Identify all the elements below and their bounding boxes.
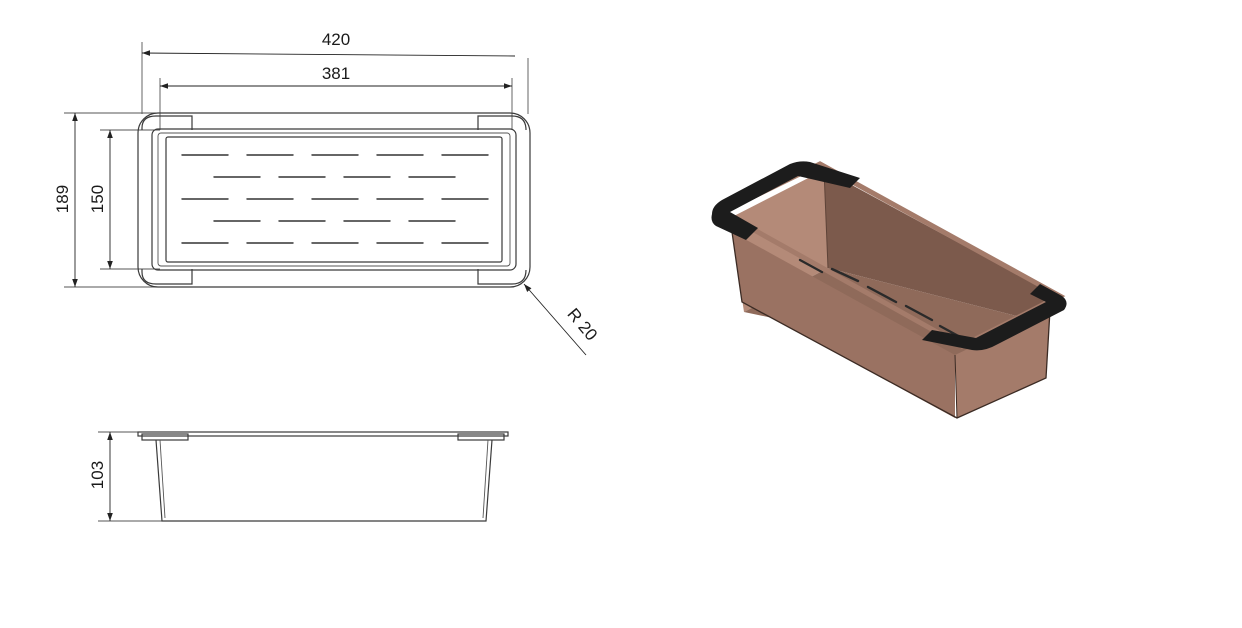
side-view: 103 (88, 431, 509, 522)
floor-slots (798, 258, 964, 340)
dim-height: 103 (88, 461, 107, 489)
radius-leader (523, 283, 587, 356)
side-handle-right (457, 433, 505, 441)
handle-tab-top-left (141, 115, 193, 130)
basket-floor (165, 136, 503, 263)
basket-3d-render (711, 161, 1067, 419)
dim-overall-length: 420 (322, 30, 350, 49)
dimension-line-overall-length (141, 50, 516, 57)
outer-front-wall (732, 232, 955, 418)
handle-tab-top-right (477, 115, 527, 131)
side-body (155, 439, 493, 522)
top-view: 420 381 189 150 (53, 30, 601, 356)
dim-inner-width: 150 (88, 185, 107, 213)
handle-tab-bottom-left (141, 269, 193, 285)
handle-left-icon (711, 161, 860, 240)
dim-corner-radius: R 20 (563, 305, 601, 345)
outer-right-wall (955, 310, 1050, 418)
dim-overall-width: 189 (53, 185, 72, 213)
side-rim (137, 431, 509, 437)
dim-inner-length: 381 (322, 64, 350, 83)
drainage-slots (181, 154, 489, 244)
inner-back-wall (824, 170, 1046, 322)
handle-right-icon (922, 284, 1067, 351)
side-handle-left (141, 433, 189, 441)
handle-tab-bottom-right (477, 269, 527, 285)
basket-outer-rim (137, 112, 531, 288)
